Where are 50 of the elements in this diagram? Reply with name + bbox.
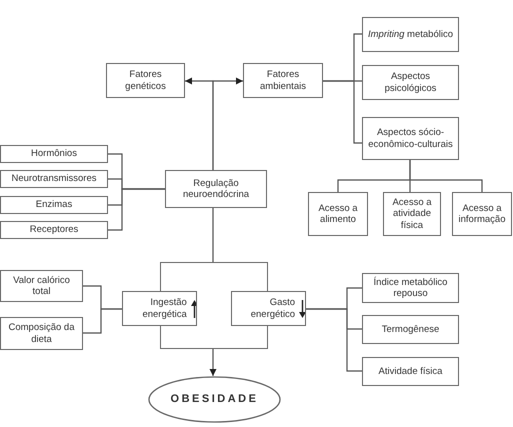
process-box [362, 357, 459, 386]
box-label: Atividade física [378, 366, 444, 378]
process-box [308, 192, 368, 236]
process-box [452, 192, 512, 236]
box-label: Fatores genéticos [124, 69, 167, 92]
process-box [362, 273, 459, 303]
box-label: Termogênese [380, 324, 440, 336]
process-box [383, 192, 441, 236]
process-box [0, 317, 83, 350]
process-box [362, 65, 459, 100]
process-box [362, 17, 459, 52]
process-box [243, 63, 323, 98]
process-box [362, 117, 459, 160]
arrow [209, 349, 217, 376]
box-label: Gasto energético [250, 297, 296, 320]
box-label: Hormônios [30, 148, 78, 160]
connector-line [212, 208, 214, 262]
box-label: Regulação neuroendócrina [182, 178, 250, 200]
box-label: Valor calórico total [12, 274, 71, 298]
process-box [0, 170, 108, 188]
box-label: Enzimas [34, 199, 74, 211]
arrow [212, 77, 243, 170]
box-label: Acesso a alimento [317, 202, 359, 226]
box-label: Neurotransmissores [10, 173, 98, 185]
process-box [122, 291, 197, 326]
process-box [362, 315, 459, 344]
box-label: Acesso a atividade física [391, 196, 433, 232]
box-label: Receptores [28, 224, 80, 236]
box-label: Índice metabólico repouso [372, 276, 448, 300]
box-label: Acesso a informação [458, 202, 506, 226]
process-box [231, 291, 306, 326]
process-box [0, 196, 108, 214]
connector-line [323, 80, 362, 144]
box-label: Fatores ambientais [259, 69, 307, 92]
connector-line [83, 308, 122, 334]
process-box [0, 145, 108, 163]
process-box [106, 63, 185, 98]
connector-line [409, 160, 483, 192]
box-label: Impriting metabólico [366, 28, 454, 40]
box-label: Composição da dieta [7, 322, 76, 345]
outcome-ellipse [148, 376, 281, 423]
process-box [0, 270, 83, 302]
box-label: OBESIDADE [170, 392, 260, 406]
box-label: Aspectos psicológicos [384, 71, 438, 94]
box-label: Aspectos sócio-econômico-culturais [367, 127, 454, 150]
process-box [165, 170, 267, 208]
connector-line [306, 308, 362, 372]
process-box [0, 221, 108, 239]
connector-line [108, 188, 165, 231]
box-label: Ingestão energética [141, 297, 188, 320]
